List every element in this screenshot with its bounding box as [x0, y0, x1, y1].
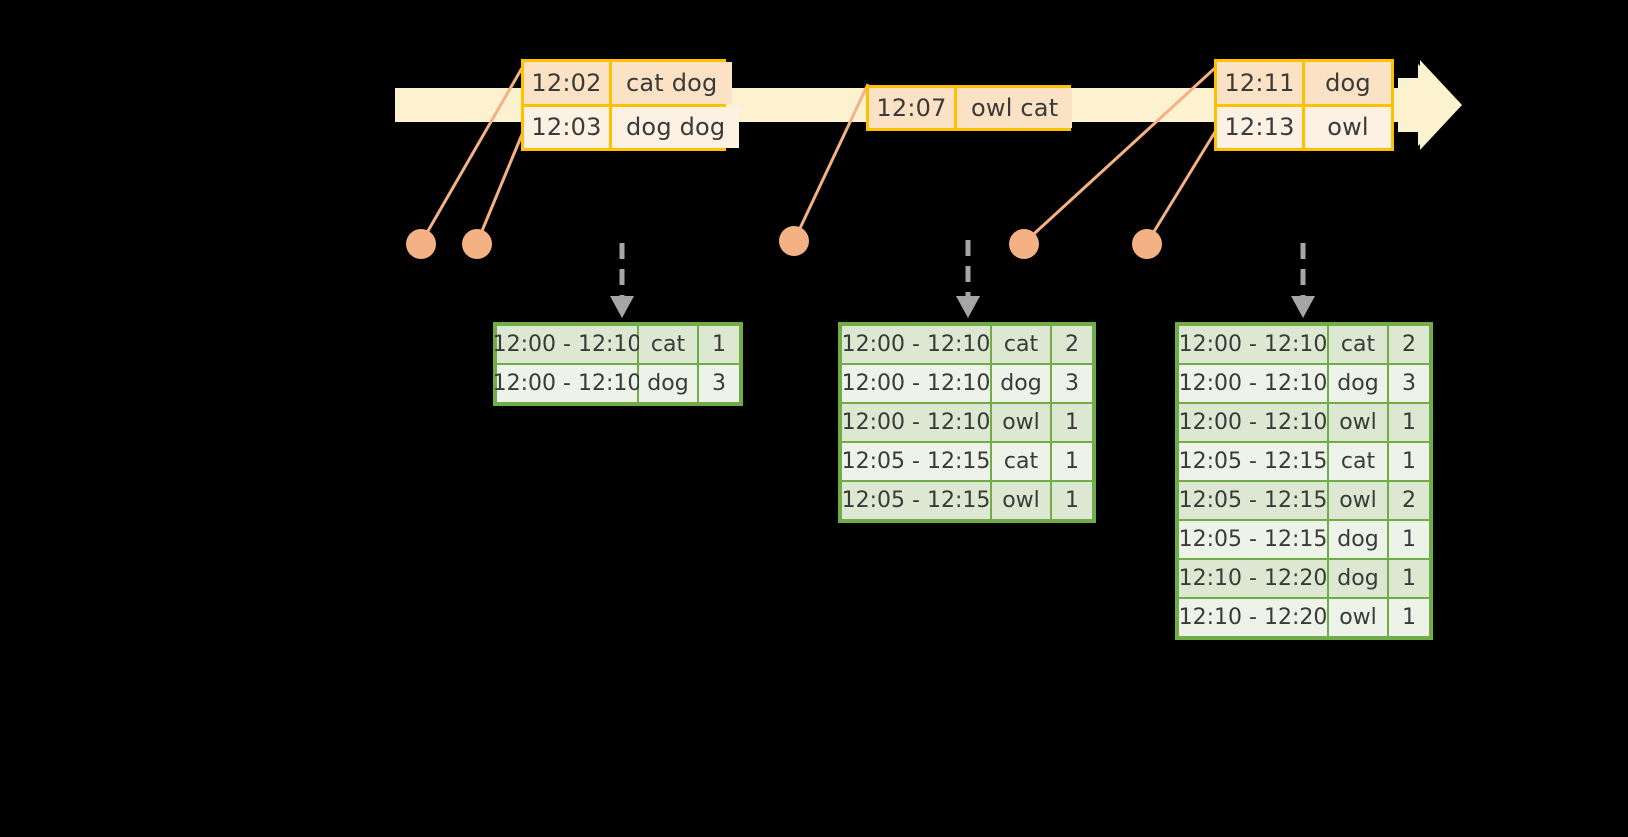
table-row[interactable]: 12:00 - 12:10 dog 3 — [842, 365, 1092, 402]
table-row[interactable]: 12:05 - 12:15 dog 1 — [1179, 521, 1429, 558]
key-cell: dog — [992, 365, 1050, 402]
event-text: dog dog — [612, 106, 740, 148]
table-row[interactable]: 12:00 - 12:10 cat 2 — [842, 326, 1092, 363]
count-cell: 1 — [1389, 521, 1429, 558]
table-row[interactable]: 12:00 - 12:10 dog 3 — [1179, 365, 1429, 402]
event-group-3[interactable]: 12:11 dog 12:13 owl — [1214, 59, 1394, 151]
dashed-arrow-2 — [956, 240, 980, 318]
window-cell: 12:00 - 12:10 — [842, 404, 990, 441]
event-row[interactable]: 12:03 dog dog — [524, 103, 740, 148]
dashed-arrow-3 — [1291, 243, 1315, 318]
result-table-3[interactable]: 12:00 - 12:10 cat 2 12:00 - 12:10 dog 3 … — [1175, 322, 1433, 640]
table-row[interactable]: 12:00 - 12:10 cat 1 — [493, 326, 739, 363]
window-cell: 12:00 - 12:10 — [1179, 404, 1327, 441]
event-row[interactable]: 12:07 owl cat — [869, 88, 1073, 128]
event-dot-2 — [462, 229, 492, 259]
result-table-1[interactable]: 12:00 - 12:10 cat 1 12:00 - 12:10 dog 3 — [493, 322, 743, 406]
count-cell: 2 — [1389, 482, 1429, 519]
table-row[interactable]: 12:05 - 12:15 owl 2 — [1179, 482, 1429, 519]
event-row[interactable]: 12:02 cat dog — [524, 62, 732, 104]
window-cell: 12:00 - 12:10 — [1179, 365, 1327, 402]
key-cell: dog — [1329, 560, 1387, 597]
count-cell: 3 — [1389, 365, 1429, 402]
key-cell: owl — [1329, 404, 1387, 441]
event-time: 12:03 — [524, 106, 612, 148]
count-cell: 3 — [1052, 365, 1092, 402]
window-cell: 12:05 - 12:15 — [1179, 521, 1327, 558]
event-group-2[interactable]: 12:07 owl cat — [866, 85, 1073, 131]
event-time: 12:11 — [1217, 62, 1305, 104]
result-table-2[interactable]: 12:00 - 12:10 cat 2 12:00 - 12:10 dog 3 … — [838, 322, 1096, 523]
key-cell: cat — [1329, 326, 1387, 363]
key-cell: dog — [1329, 365, 1387, 402]
table-row[interactable]: 12:00 - 12:10 owl 1 — [842, 404, 1092, 441]
connector-line-2 — [475, 131, 525, 244]
event-text: dog — [1305, 62, 1391, 104]
count-cell: 1 — [1389, 443, 1429, 480]
event-dot-5 — [1132, 229, 1162, 259]
window-cell: 12:10 - 12:20 — [1179, 599, 1327, 636]
event-text: owl cat — [957, 88, 1073, 128]
window-cell: 12:05 - 12:15 — [842, 443, 990, 480]
count-cell: 1 — [1389, 404, 1429, 441]
event-dot-1 — [406, 229, 436, 259]
table-row[interactable]: 12:00 - 12:10 dog 3 — [493, 365, 739, 402]
table-row[interactable]: 12:00 - 12:10 owl 1 — [1179, 404, 1429, 441]
table-row[interactable]: 12:00 - 12:10 cat 2 — [1179, 326, 1429, 363]
count-cell: 1 — [1052, 404, 1092, 441]
window-cell: 12:00 - 12:10 — [842, 326, 990, 363]
count-cell: 2 — [1389, 326, 1429, 363]
table-row[interactable]: 12:05 - 12:15 cat 1 — [842, 443, 1092, 480]
count-cell: 3 — [699, 365, 739, 402]
count-cell: 1 — [1389, 560, 1429, 597]
key-cell: owl — [992, 482, 1050, 519]
key-cell: dog — [1329, 521, 1387, 558]
key-cell: owl — [1329, 482, 1387, 519]
key-cell: dog — [639, 365, 697, 402]
key-cell: cat — [992, 326, 1050, 363]
event-time: 12:13 — [1217, 106, 1305, 148]
window-cell: 12:10 - 12:20 — [1179, 560, 1327, 597]
event-time: 12:02 — [524, 62, 612, 104]
event-group-1[interactable]: 12:02 cat dog 12:03 dog dog — [521, 59, 740, 151]
connector-line-5 — [1145, 131, 1217, 244]
window-cell: 12:05 - 12:15 — [1179, 482, 1327, 519]
window-cell: 12:05 - 12:15 — [1179, 443, 1327, 480]
event-text: cat dog — [612, 62, 732, 104]
table-row[interactable]: 12:05 - 12:15 cat 1 — [1179, 443, 1429, 480]
event-row[interactable]: 12:11 dog — [1217, 62, 1391, 104]
window-cell: 12:00 - 12:10 — [493, 326, 641, 363]
key-cell: cat — [639, 326, 697, 363]
window-cell: 12:05 - 12:15 — [842, 482, 990, 519]
dashed-arrow-1 — [610, 243, 634, 318]
window-cell: 12:00 - 12:10 — [493, 365, 641, 402]
key-cell: cat — [992, 443, 1050, 480]
key-cell: cat — [1329, 443, 1387, 480]
event-row[interactable]: 12:13 owl — [1217, 103, 1391, 148]
count-cell: 2 — [1052, 326, 1092, 363]
table-row[interactable]: 12:10 - 12:20 owl 1 — [1179, 599, 1429, 636]
event-text: owl — [1305, 106, 1391, 148]
key-cell: owl — [992, 404, 1050, 441]
count-cell: 1 — [1389, 599, 1429, 636]
count-cell: 1 — [1052, 443, 1092, 480]
event-time: 12:07 — [869, 88, 957, 128]
event-dot-4 — [1009, 229, 1039, 259]
key-cell: owl — [1329, 599, 1387, 636]
table-row[interactable]: 12:05 - 12:15 owl 1 — [842, 482, 1092, 519]
window-cell: 12:00 - 12:10 — [1179, 326, 1327, 363]
window-cell: 12:00 - 12:10 — [842, 365, 990, 402]
count-cell: 1 — [699, 326, 739, 363]
table-row[interactable]: 12:10 - 12:20 dog 1 — [1179, 560, 1429, 597]
event-dot-3 — [779, 226, 809, 256]
count-cell: 1 — [1052, 482, 1092, 519]
